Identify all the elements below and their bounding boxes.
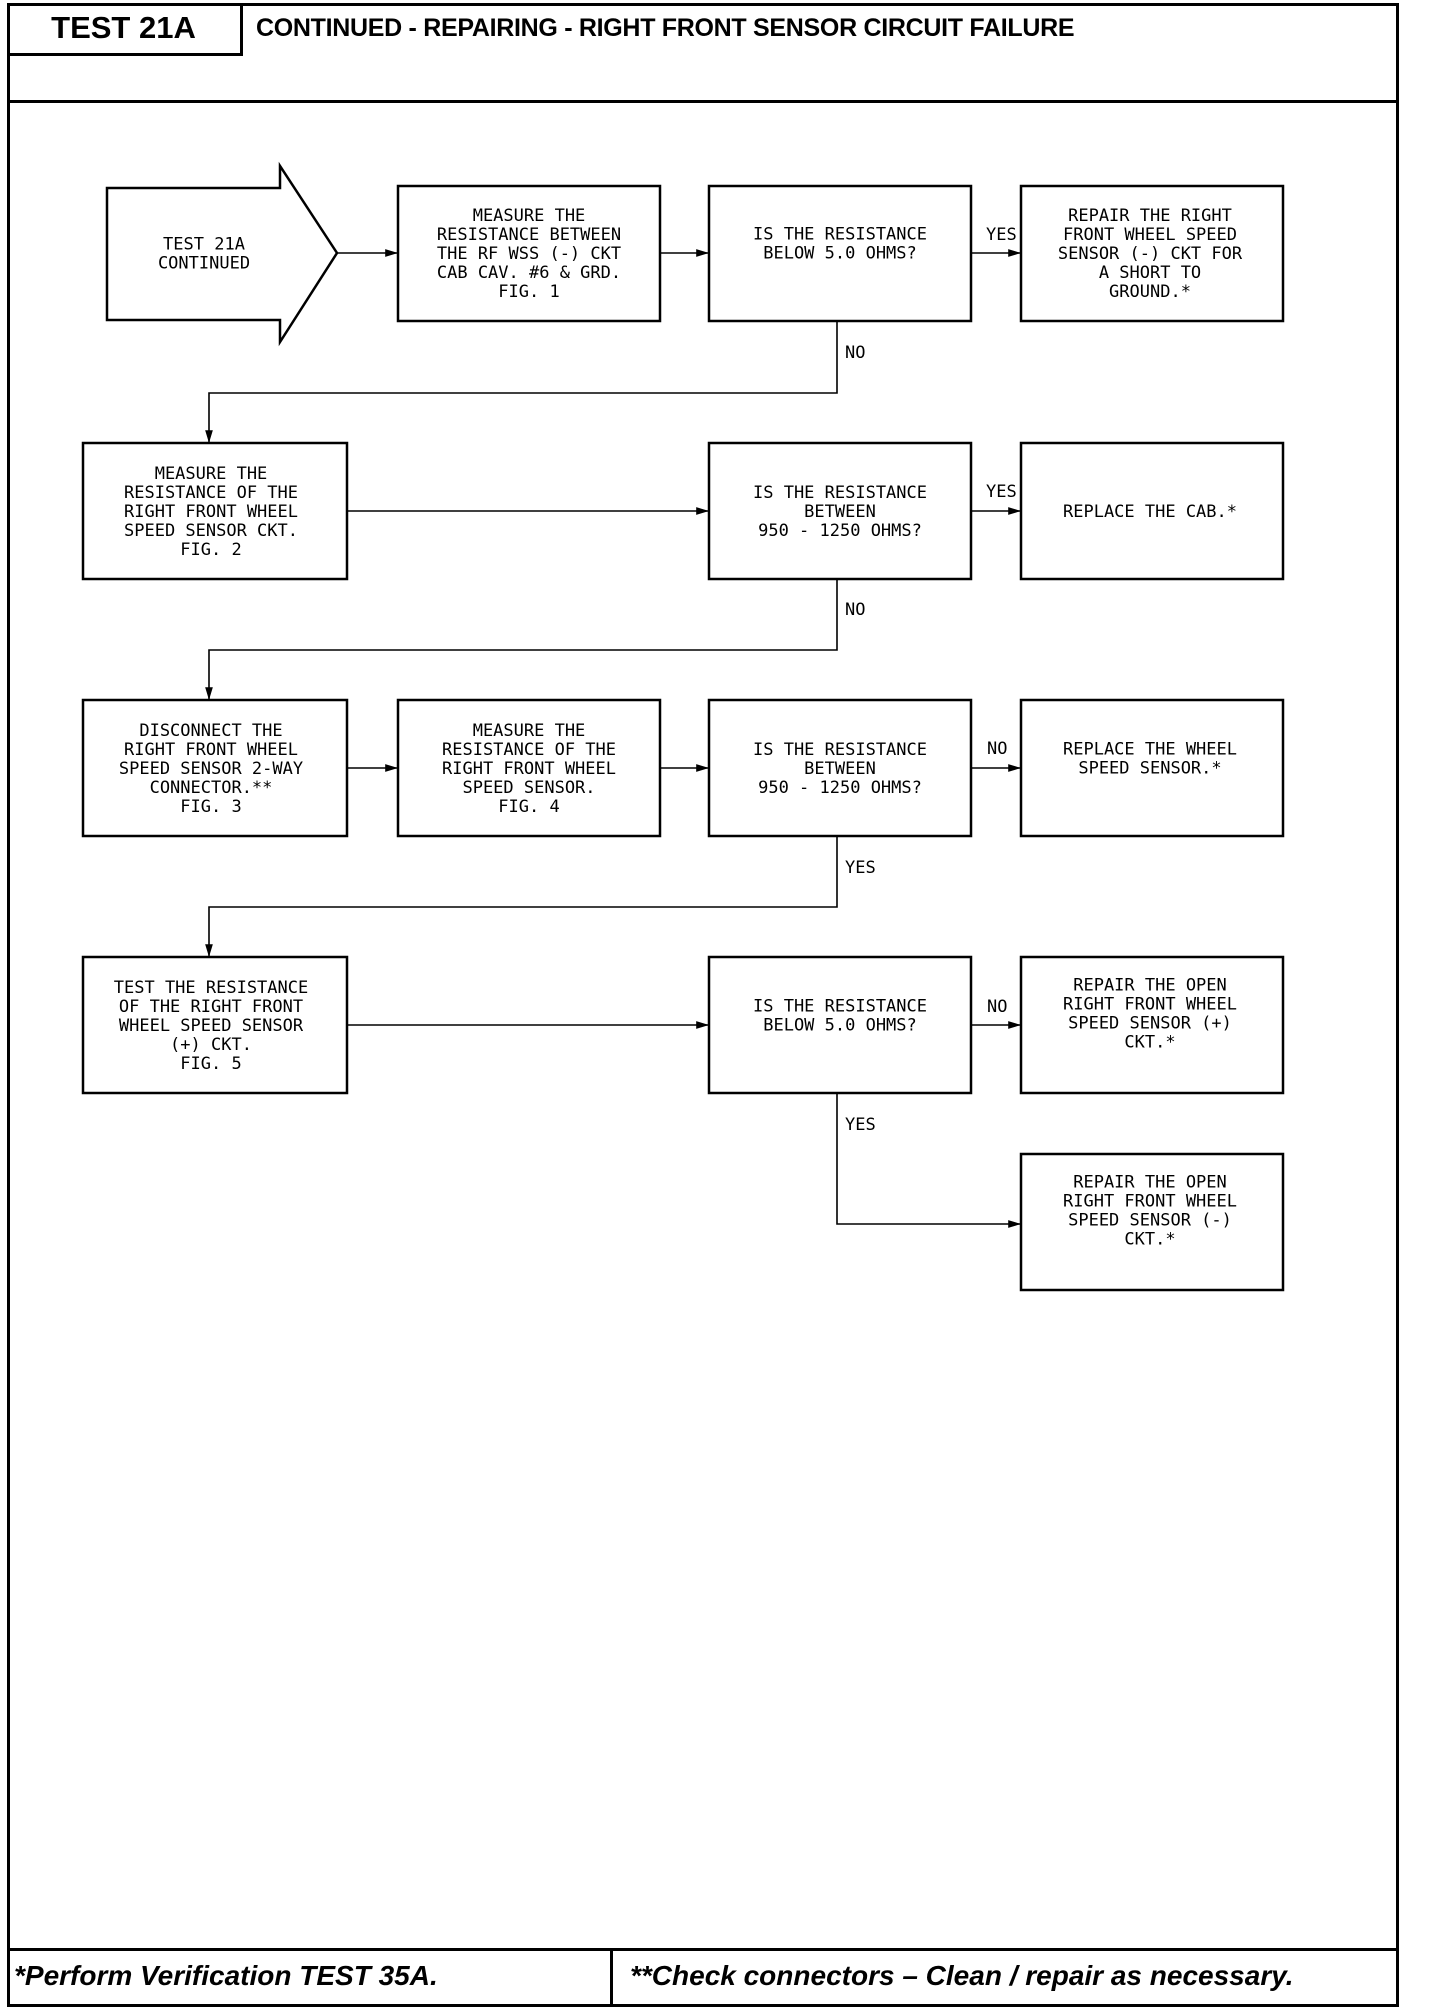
- footer-column-divider: [610, 1948, 613, 2007]
- node-text-line: SPEED SENSOR (-): [1068, 1211, 1232, 1231]
- node-text-line: THE RF WSS (-) CKT: [437, 244, 621, 264]
- node-text-line: BELOW 5.0 OHMS?: [763, 1016, 917, 1036]
- node-text-line: FIG. 3: [180, 797, 241, 817]
- node-text-line: TEST 21A: [163, 235, 245, 255]
- label-d4-no: NO: [987, 997, 1007, 1017]
- node-text-line: BETWEEN: [804, 759, 876, 779]
- node-text-line: SPEED SENSOR 2-WAY: [119, 759, 303, 779]
- node-text-line: IS THE RESISTANCE: [753, 740, 927, 760]
- node-text-line: REPLACE THE WHEEL: [1063, 740, 1237, 760]
- node-text-line: CKT.*: [1124, 1230, 1175, 1250]
- node-text-line: CAB CAV. #6 & GRD.: [437, 263, 621, 283]
- node-text-line: BETWEEN: [804, 502, 876, 522]
- node-text-line: REPLACE THE CAB.*: [1063, 502, 1237, 522]
- node-text-line: SPEED SENSOR CKT.: [124, 521, 298, 541]
- node-text-line: RIGHT FRONT WHEEL: [1063, 1192, 1237, 1212]
- test-id: TEST 21A: [51, 10, 196, 45]
- node-text-line: RIGHT FRONT WHEEL: [124, 502, 298, 522]
- start-shape: [105, 161, 339, 347]
- node-text-line: 950 - 1250 OHMS?: [758, 778, 922, 798]
- connector-decision2-no: [205, 579, 838, 700]
- node-text-line: MEASURE THE: [155, 464, 268, 484]
- node-text-line: BELOW 5.0 OHMS?: [763, 244, 917, 264]
- footnote-verification: *Perform Verification TEST 35A.: [14, 1960, 438, 1991]
- node-text-line: FIG. 2: [180, 540, 241, 560]
- test-id-box: TEST 21A: [7, 3, 243, 56]
- label-d1-yes: YES: [986, 225, 1017, 245]
- node-text-line: RIGHT FRONT WHEEL: [124, 740, 298, 760]
- node-text-line: IS THE RESISTANCE: [753, 997, 927, 1017]
- connector-decision1-no: [205, 321, 838, 443]
- node-text-line: FIG. 5: [180, 1054, 241, 1074]
- node-text-line: CKT.*: [1124, 1033, 1175, 1053]
- node-text-line: RIGHT FRONT WHEEL: [1063, 995, 1237, 1015]
- node-text-line: RIGHT FRONT WHEEL: [442, 759, 616, 779]
- connector-decision3-yes: [205, 836, 838, 957]
- result5-box: [1019, 1152, 1285, 1292]
- node-text-line: REPAIR THE RIGHT: [1068, 206, 1232, 226]
- node-text-line: REPAIR THE OPEN: [1073, 976, 1227, 996]
- label-d2-no: NO: [845, 600, 865, 620]
- node-text-line: SPEED SENSOR (+): [1068, 1014, 1232, 1034]
- footer-divider: [7, 1948, 1399, 1951]
- node-text-line: CONTINUED: [158, 254, 250, 274]
- node-text-line: SENSOR (-) CKT FOR: [1058, 244, 1243, 264]
- node-text-line: RESISTANCE OF THE: [442, 740, 616, 760]
- node-text-line: MEASURE THE: [473, 206, 586, 226]
- node-text-line: (+) CKT.: [170, 1035, 252, 1055]
- node-text-line: MEASURE THE: [473, 721, 586, 741]
- label-d2-yes: YES: [986, 482, 1017, 502]
- label-d1-no: NO: [845, 343, 865, 363]
- node-text-line: TEST THE RESISTANCE: [114, 978, 308, 998]
- header-divider: [7, 100, 1399, 103]
- node-text-line: FIG. 1: [498, 282, 559, 302]
- node-text-line: 950 - 1250 OHMS?: [758, 521, 922, 541]
- node-text-line: WHEEL SPEED SENSOR: [119, 1016, 304, 1036]
- node-text-line: DISCONNECT THE: [139, 721, 282, 741]
- node-text-line: OF THE RIGHT FRONT: [119, 997, 303, 1017]
- node-text-line: REPAIR THE OPEN: [1073, 1173, 1227, 1193]
- node-text-line: SPEED SENSOR.*: [1078, 759, 1221, 779]
- node-text-line: RESISTANCE OF THE: [124, 483, 298, 503]
- page-frame: [7, 3, 1399, 2007]
- node-text-line: SPEED SENSOR.: [462, 778, 595, 798]
- node-text-line: FRONT WHEEL SPEED: [1063, 225, 1237, 245]
- node-text-line: IS THE RESISTANCE: [753, 483, 927, 503]
- node-text-line: IS THE RESISTANCE: [753, 225, 927, 245]
- node-text-line: RESISTANCE BETWEEN: [437, 225, 621, 245]
- footnote-connectors: **Check connectors – Clean / repair as n…: [630, 1960, 1294, 1991]
- node-text-line: CONNECTOR.**: [150, 778, 273, 798]
- label-d4-yes: YES: [845, 1115, 876, 1135]
- node-text-line: FIG. 4: [498, 797, 559, 817]
- page-title: CONTINUED - REPAIRING - RIGHT FRONT SENS…: [256, 14, 1075, 42]
- connector-decision4-yes: [836, 1093, 1021, 1228]
- label-d3-no: NO: [987, 739, 1007, 759]
- node-text-line: GROUND.*: [1109, 282, 1191, 302]
- result2-text: REPLACE THE CAB.*: [1063, 502, 1237, 522]
- label-d3-yes: YES: [845, 858, 876, 878]
- node-text-line: A SHORT TO: [1099, 263, 1201, 283]
